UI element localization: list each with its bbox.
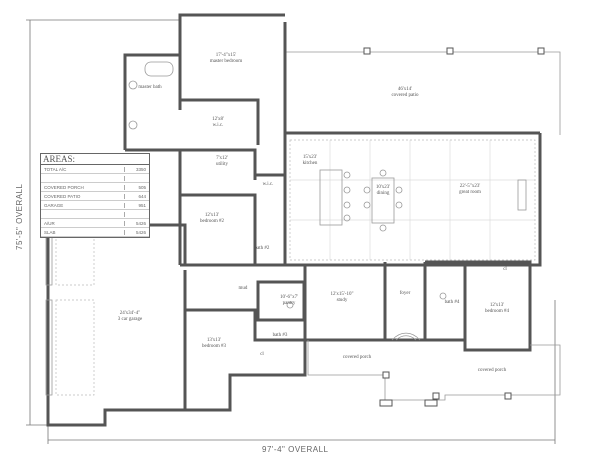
dimension-lines (26, 19, 556, 444)
svg-text:12'x13': 12'x13' (490, 303, 504, 308)
room-master-bath: master bath (138, 85, 162, 90)
svg-text:covered porch: covered porch (478, 368, 507, 373)
room-covered-porch-2: covered porch (478, 368, 507, 373)
svg-text:foyer: foyer (400, 291, 411, 296)
room-closet-3: cl (260, 352, 264, 357)
room-foyer: foyer (400, 291, 411, 296)
porch-areas (307, 340, 561, 407)
svg-text:bedroom #3: bedroom #3 (202, 344, 227, 349)
svg-text:7'x12': 7'x12' (216, 156, 228, 161)
main-house-walls (178, 133, 542, 267)
svg-text:great room: great room (459, 190, 481, 195)
room-labels: 17'-4"x15'master bedroom 46'x14'covered … (118, 53, 510, 373)
room-mud: mud (239, 286, 248, 291)
room-pantry: 10'-6"x7'pantry (280, 295, 298, 306)
svg-text:study: study (337, 298, 348, 303)
svg-text:10'x23': 10'x23' (376, 185, 390, 190)
room-wic-2: w.i.c. (263, 182, 274, 187)
svg-text:cl: cl (260, 352, 264, 357)
svg-text:15'x23': 15'x23' (303, 155, 317, 160)
svg-text:master bath: master bath (138, 85, 162, 90)
room-study: 12'x15'-10"study (330, 292, 353, 303)
svg-text:utility: utility (216, 162, 228, 167)
svg-text:bedroom #2: bedroom #2 (200, 219, 225, 224)
room-great-room: 22'-5"x23'great room (459, 184, 481, 195)
areas-title: AREAS: (41, 154, 149, 165)
svg-text:cl: cl (503, 267, 507, 272)
svg-text:3 car garage: 3 car garage (118, 317, 143, 322)
svg-text:master bedroom: master bedroom (210, 59, 242, 64)
svg-text:kitchen: kitchen (303, 161, 318, 166)
covered-patio-area (283, 22, 561, 135)
svg-text:covered patio: covered patio (391, 93, 419, 98)
room-bedroom-3: 13'x13'bedroom #3 (202, 338, 227, 349)
svg-text:w.i.c.: w.i.c. (263, 182, 274, 187)
room-closet-4: cl (503, 267, 507, 272)
svg-text:17'-4"x15': 17'-4"x15' (216, 53, 237, 58)
svg-text:10'-6"x7': 10'-6"x7' (280, 295, 298, 300)
svg-text:pantry: pantry (283, 301, 296, 306)
svg-text:mud: mud (239, 286, 248, 291)
lower-wing-walls (185, 260, 532, 412)
vertical-overall-dimension: 75'-5" OVERALL (15, 183, 24, 250)
room-bath-2: bath #2 (255, 246, 270, 251)
svg-text:12'x13': 12'x13' (205, 213, 219, 218)
svg-text:46'x14': 46'x14' (398, 87, 412, 92)
room-master-bedroom: 17'-4"x15'master bedroom (210, 53, 242, 64)
horizontal-overall-dimension: 97'-4" OVERALL (262, 445, 329, 454)
room-kitchen: 15'x23'kitchen (303, 155, 318, 166)
svg-text:bath #4: bath #4 (445, 300, 460, 305)
room-bedroom-4: 12'x13'bedroom #4 (485, 303, 510, 314)
svg-text:bedroom #4: bedroom #4 (485, 309, 510, 314)
svg-text:13'x13': 13'x13' (207, 338, 221, 343)
room-bedroom-2: 12'x13'bedroom #2 (200, 213, 225, 224)
room-utility: 7'x12'utility (216, 156, 228, 167)
svg-text:covered porch: covered porch (343, 355, 372, 360)
room-covered-patio: 46'x14'covered patio (391, 87, 419, 98)
room-garage: 24'x34'-4"3 car garage (118, 311, 143, 322)
room-covered-porch-1: covered porch (343, 355, 372, 360)
areas-row (41, 210, 149, 219)
room-dining: 10'x23'dining (376, 185, 390, 196)
svg-text:bath #2: bath #2 (255, 246, 270, 251)
svg-text:w.i.c.: w.i.c. (213, 123, 224, 128)
garage-walls (45, 223, 187, 427)
svg-text:22'-5"x23': 22'-5"x23' (460, 184, 481, 189)
areas-row (41, 174, 149, 183)
room-bath-4: bath #4 (445, 300, 460, 305)
room-bath-3: bath #3 (273, 333, 288, 338)
svg-text:dining: dining (377, 191, 390, 196)
svg-text:24'x34'-4": 24'x34'-4" (120, 311, 141, 316)
svg-text:12'x15'-10": 12'x15'-10" (330, 292, 353, 297)
svg-text:12'x8': 12'x8' (212, 117, 224, 122)
room-wic-master: 12'x8'w.i.c. (212, 117, 224, 128)
svg-text:bath #3: bath #3 (273, 333, 288, 338)
